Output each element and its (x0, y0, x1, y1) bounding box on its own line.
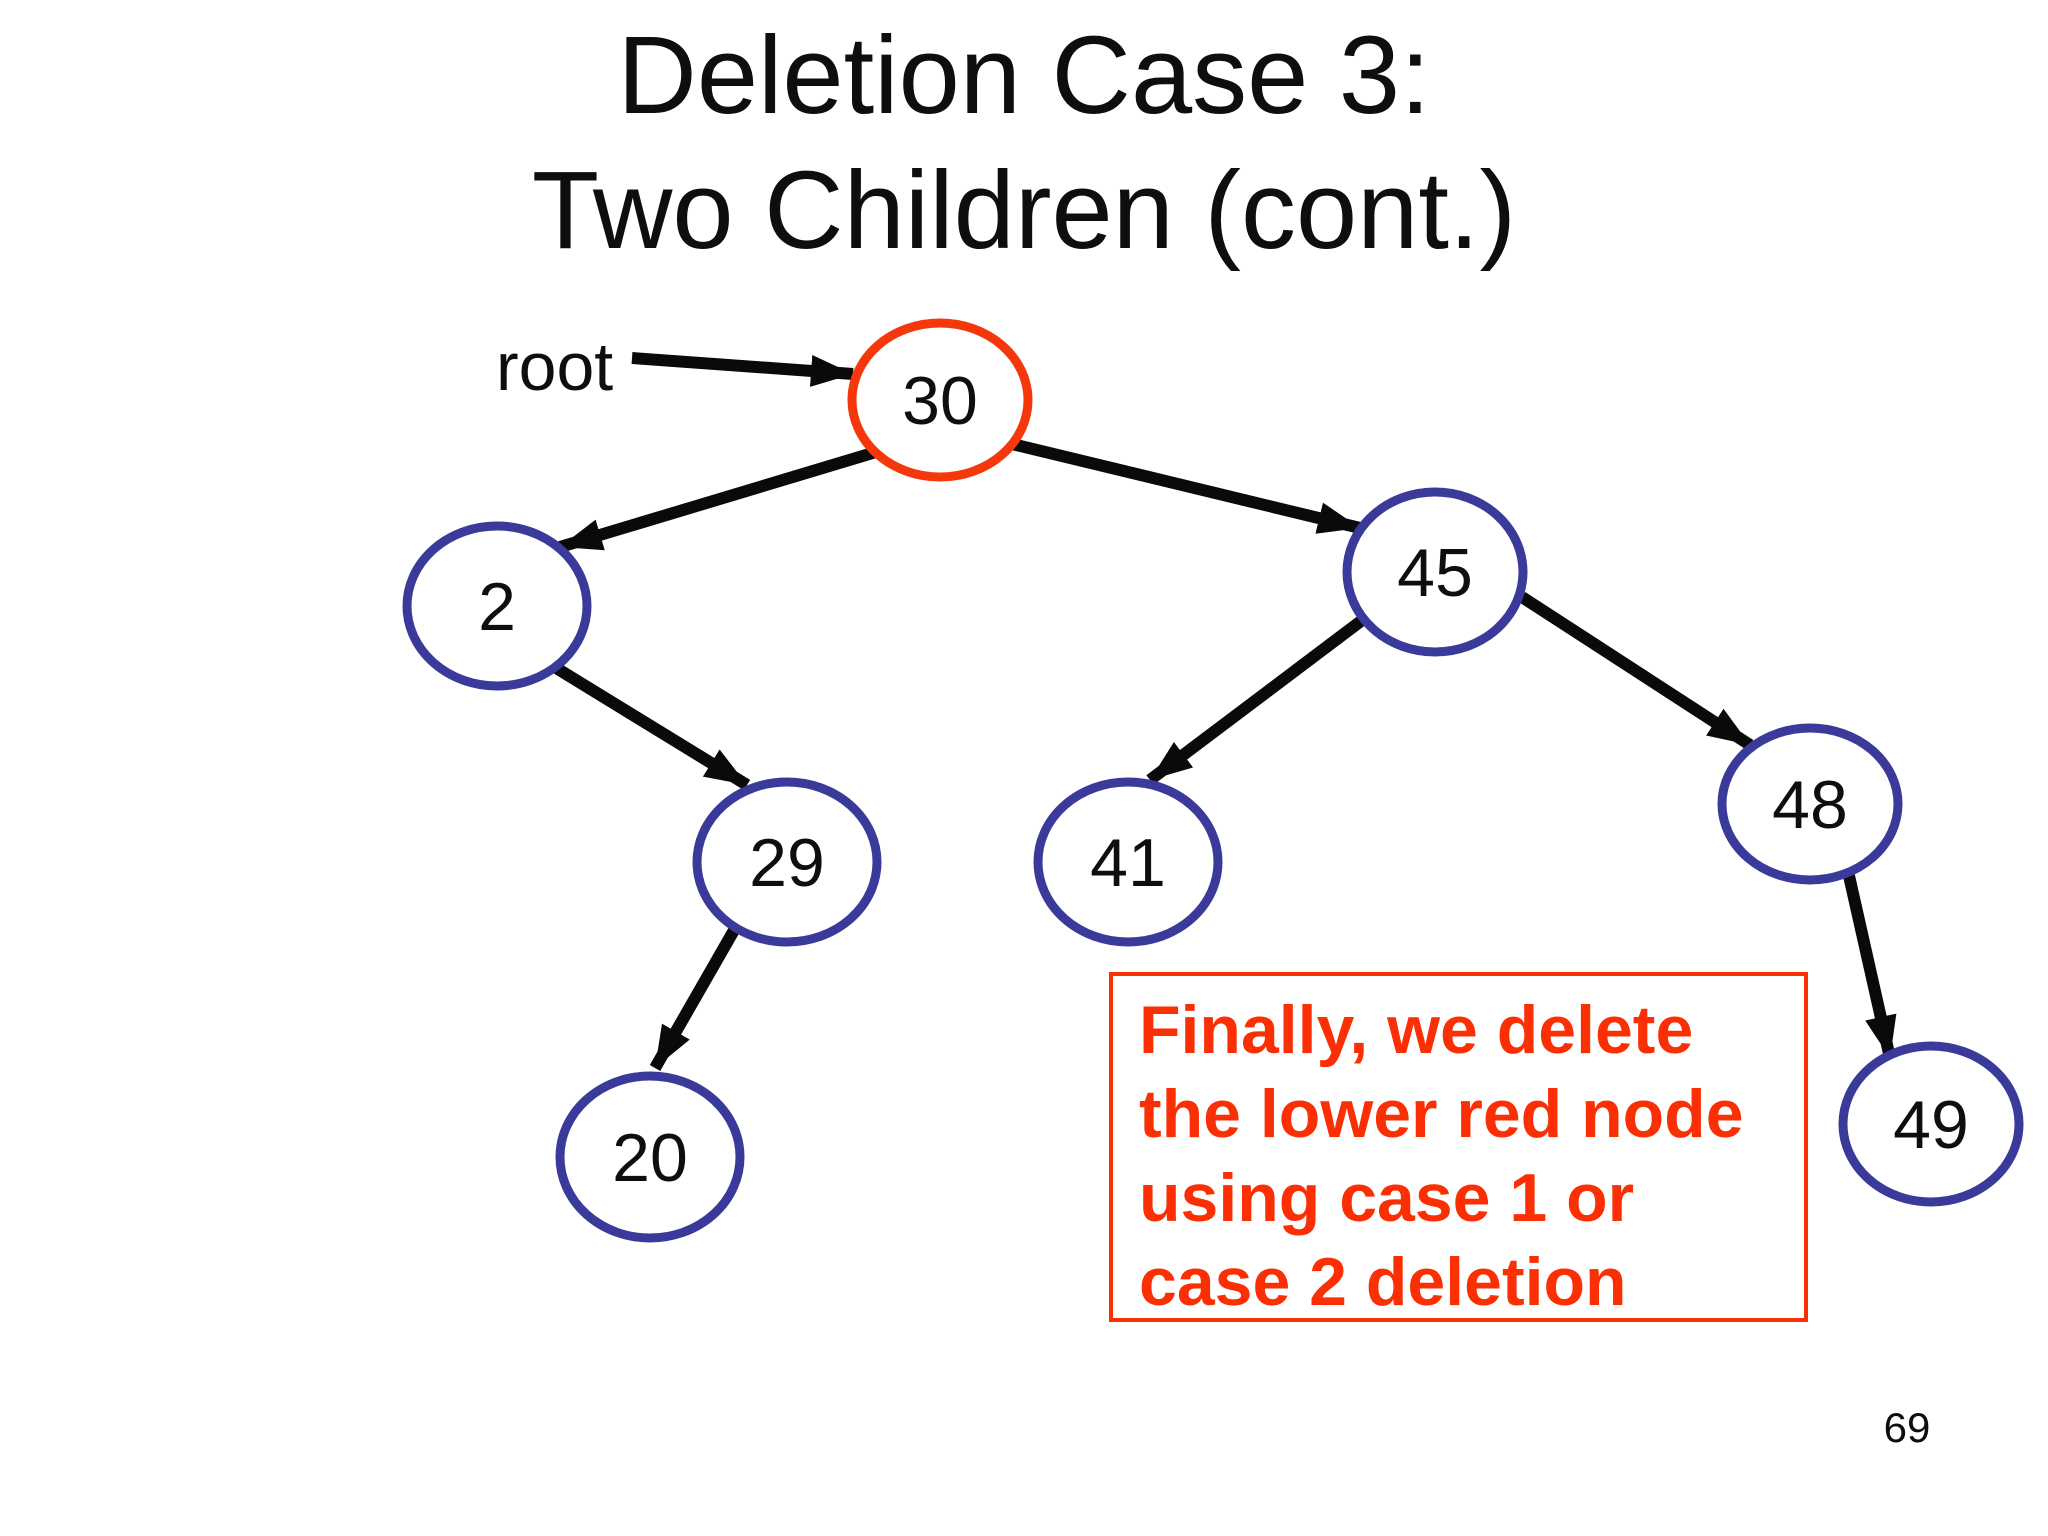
node-value: 41 (1090, 825, 1166, 901)
edge-2-to-29 (549, 660, 751, 791)
slide-title: Deletion Case 3: Two Children (cont.) (0, 8, 2048, 278)
node-value: 20 (612, 1120, 688, 1196)
title-line-2: Two Children (cont.) (531, 149, 1517, 272)
edge-root-label-to-30 (631, 352, 854, 387)
tree-node-49: 49 (1838, 1041, 2024, 1207)
node-circle (402, 521, 592, 691)
edge-45-to-48 (1518, 591, 1754, 751)
callout-box: Finally, we delete the lower red node us… (1109, 972, 1808, 1322)
root-label: root (496, 329, 614, 405)
title-line-1: Deletion Case 3: (617, 14, 1431, 137)
page-number: 69 (1883, 1404, 1931, 1451)
node-circle (1033, 777, 1223, 947)
node-value: 29 (749, 825, 825, 901)
node-circle (1838, 1041, 2024, 1207)
node-circle (692, 777, 882, 947)
callout-line-4: case 2 deletion (1139, 1244, 1627, 1320)
edge-30-to-2 (558, 446, 878, 553)
tree-node-30: 30 (847, 318, 1033, 482)
callout-line-2: the lower red node (1139, 1076, 1744, 1152)
callout-line-1: Finally, we delete (1139, 992, 1694, 1068)
callout-line-3: using case 1 or (1139, 1160, 1635, 1236)
edge-30-to-45 (1006, 437, 1362, 534)
tree-node-2: 2 (402, 521, 592, 691)
edge-29-to-20 (649, 922, 743, 1071)
node-value: 2 (478, 569, 516, 645)
node-value: 30 (902, 363, 978, 439)
node-circle-highlighted (847, 318, 1033, 482)
node-circle (1717, 723, 1903, 885)
tree-node-45: 45 (1342, 487, 1528, 657)
tree-node-20: 20 (555, 1071, 745, 1243)
tree-node-48: 48 (1717, 723, 1903, 885)
node-value: 49 (1893, 1087, 1969, 1163)
tree-node-29: 29 (692, 777, 882, 947)
node-value: 45 (1397, 535, 1473, 611)
node-value: 48 (1772, 767, 1848, 843)
node-circle (1342, 487, 1528, 657)
nodes-layer: 30 2 29 20 45 41 48 49 (402, 318, 2024, 1243)
edge-48-to-49 (1839, 856, 1897, 1060)
tree-node-41: 41 (1033, 777, 1223, 947)
edge-45-to-41 (1146, 613, 1369, 785)
edges-layer (549, 352, 1897, 1071)
node-circle (555, 1071, 745, 1243)
